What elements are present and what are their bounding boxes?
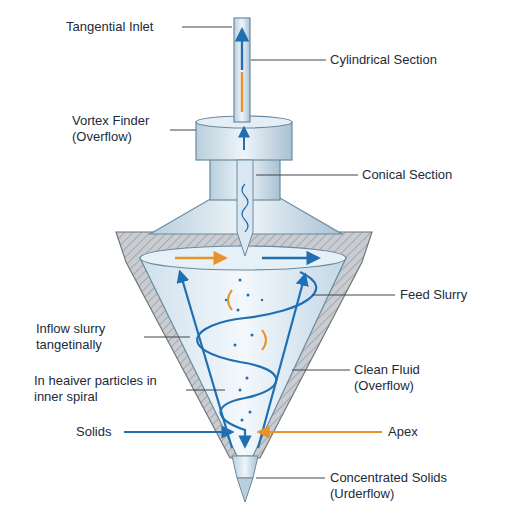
flow-mark — [262, 330, 266, 350]
part-label: Clean Fluid (Overflow) — [354, 362, 454, 394]
flow-mark — [228, 290, 232, 310]
part-label: Cylindrical Section — [330, 52, 480, 68]
part-label: Tangential Inlet — [66, 19, 182, 35]
flow-arrow — [241, 30, 243, 70]
flow-arrow — [262, 257, 318, 259]
leader-lines — [144, 27, 395, 478]
part-label: Apex — [388, 424, 448, 440]
part-label: Feed Slurry — [400, 287, 500, 303]
part-label: Concentrated Solids (Urderflow) — [330, 470, 480, 502]
conical-body — [140, 258, 346, 456]
vortex-tube — [237, 160, 253, 256]
part-label: Vortex Finder (Overflow) — [72, 113, 168, 145]
particles — [225, 279, 263, 442]
vortex-spiral — [197, 272, 316, 446]
housing — [116, 232, 372, 458]
part-label: In heaiver particles in inner spiral — [34, 373, 184, 405]
tube-spiral — [242, 184, 248, 232]
part-label: Solids — [76, 424, 122, 440]
part-label: Inflow slurry tangetinally — [36, 321, 142, 353]
flow-arrow — [258, 275, 305, 448]
flow-line — [241, 72, 243, 112]
flow-arrow — [243, 128, 245, 150]
inlet-pipe — [234, 18, 250, 122]
flow-arrow — [175, 257, 225, 259]
flow-arrow — [180, 272, 232, 448]
apex-nozzle — [232, 456, 258, 478]
part-label: Conical Section — [362, 167, 492, 183]
solids-arrow — [124, 431, 232, 433]
apex-tip — [237, 478, 253, 502]
apex-arrow — [259, 431, 382, 433]
